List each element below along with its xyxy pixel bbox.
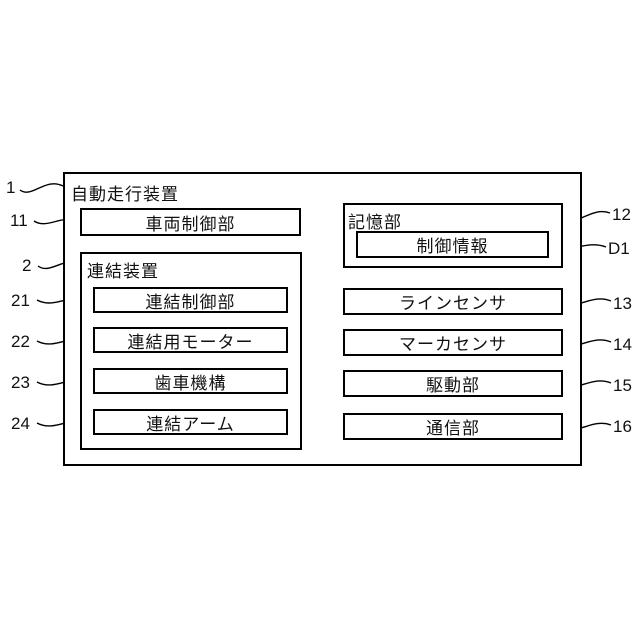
- ref-number-11: 11: [10, 211, 28, 230]
- memory-label: 記憶部: [348, 213, 402, 232]
- ref-number-14: 14: [613, 335, 632, 354]
- coupling-motor-label: 連結用モーター: [127, 332, 254, 352]
- ref-number-21: 21: [11, 291, 30, 310]
- coupling-control-label: 連結制御部: [145, 292, 236, 312]
- ref-number-D1: D1: [608, 239, 630, 258]
- gear-mechanism-label: 歯車機構: [154, 373, 227, 393]
- marker-sensor-label: マーカセンサ: [399, 335, 507, 354]
- coupling-arm-box: 連結アーム: [93, 409, 288, 435]
- line-sensor-box: ラインセンサ: [343, 288, 563, 315]
- vehicle-control-box: 車両制御部: [80, 208, 301, 236]
- vehicle-control-label: 車両制御部: [145, 214, 236, 234]
- gear-mechanism-box: 歯車機構: [93, 368, 288, 394]
- autonomous-device-label: 自動走行装置: [71, 185, 179, 204]
- ref-number-1: 1: [6, 178, 16, 197]
- line-sensor-label: ラインセンサ: [399, 294, 507, 313]
- leader-line-ref-1: [19, 183, 64, 193]
- communication-unit-label: 通信部: [426, 419, 480, 438]
- coupling-device-label: 連結装置: [87, 262, 159, 281]
- coupling-arm-label: 連結アーム: [146, 414, 235, 434]
- marker-sensor-box: マーカセンサ: [343, 329, 563, 356]
- drive-unit-label: 駆動部: [426, 376, 480, 395]
- ref-number-12: 12: [612, 205, 631, 224]
- ref-number-23: 23: [11, 373, 30, 392]
- control-info-label: 制御情報: [416, 237, 489, 256]
- coupling-control-box: 連結制御部: [93, 287, 288, 313]
- ref-number-2: 2: [22, 256, 32, 275]
- ref-number-16: 16: [613, 417, 632, 436]
- coupling-motor-box: 連結用モーター: [93, 327, 288, 353]
- communication-unit-box: 通信部: [343, 413, 563, 440]
- drive-unit-box: 駆動部: [343, 370, 563, 397]
- control-info-box: 制御情報: [356, 231, 549, 258]
- ref-number-24: 24: [11, 414, 30, 433]
- ref-number-13: 13: [613, 294, 632, 313]
- ref-number-22: 22: [11, 332, 30, 351]
- ref-number-15: 15: [613, 376, 632, 395]
